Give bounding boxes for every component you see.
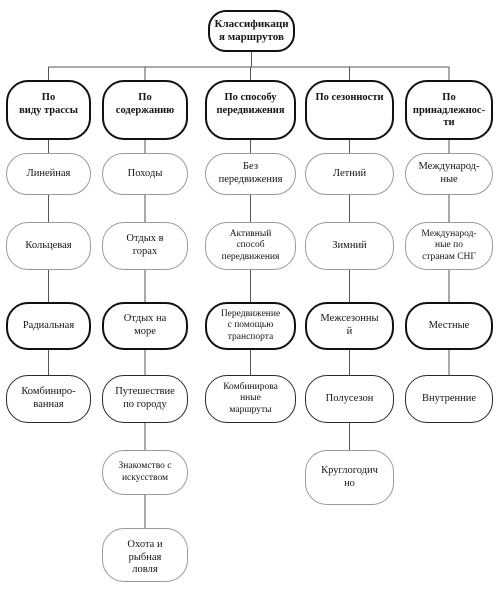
node-route-type-circular: Кольцевая <box>6 222 91 270</box>
node-transport-combined: Комбинирова нные маршруты <box>205 375 296 423</box>
node-route-type-linear: Линейная <box>6 153 91 195</box>
column-header-route-type: По виду трассы <box>6 80 91 140</box>
node-affiliation-local: Местные <box>405 302 493 350</box>
node-route-type-radial: Радиальная <box>6 302 91 350</box>
node-season-summer: Летний <box>305 153 394 195</box>
node-affiliation-cis: Международ- ные по странам СНГ <box>405 222 493 270</box>
node-affiliation-international: Международ- ные <box>405 153 493 195</box>
node-content-hunting-fishing: Охота и рыбная ловля <box>102 528 188 582</box>
node-season-all-year: Круглогодич но <box>305 450 394 505</box>
column-header-content: По содержанию <box>102 80 188 140</box>
node-season-offseason: Межсезонны й <box>305 302 394 350</box>
node-affiliation-domestic: Внутренние <box>405 375 493 423</box>
node-season-winter: Зимний <box>305 222 394 270</box>
node-content-city-trip: Путешествие по городу <box>102 375 188 423</box>
column-header-affiliation: По принадлежнос- ти <box>405 80 493 140</box>
node-content-sea: Отдых на море <box>102 302 188 350</box>
node-transport-none: Без передвижения <box>205 153 296 195</box>
node-content-hikes: Походы <box>102 153 188 195</box>
node-content-mountains: Отдых в горах <box>102 222 188 270</box>
column-header-season: По сезонности <box>305 80 394 140</box>
node-season-half: Полусезон <box>305 375 394 423</box>
node-content-art: Знакомство с искусством <box>102 450 188 495</box>
column-header-transport: По способу передвижения <box>205 80 296 140</box>
node-transport-active: Активный способ передвижения <box>205 222 296 270</box>
node-transport-vehicle: Передвижение с помощью транспорта <box>205 302 296 350</box>
root-node: Классификаци я маршрутов <box>208 10 295 52</box>
node-route-type-combined: Комбиниро- ванная <box>6 375 91 423</box>
